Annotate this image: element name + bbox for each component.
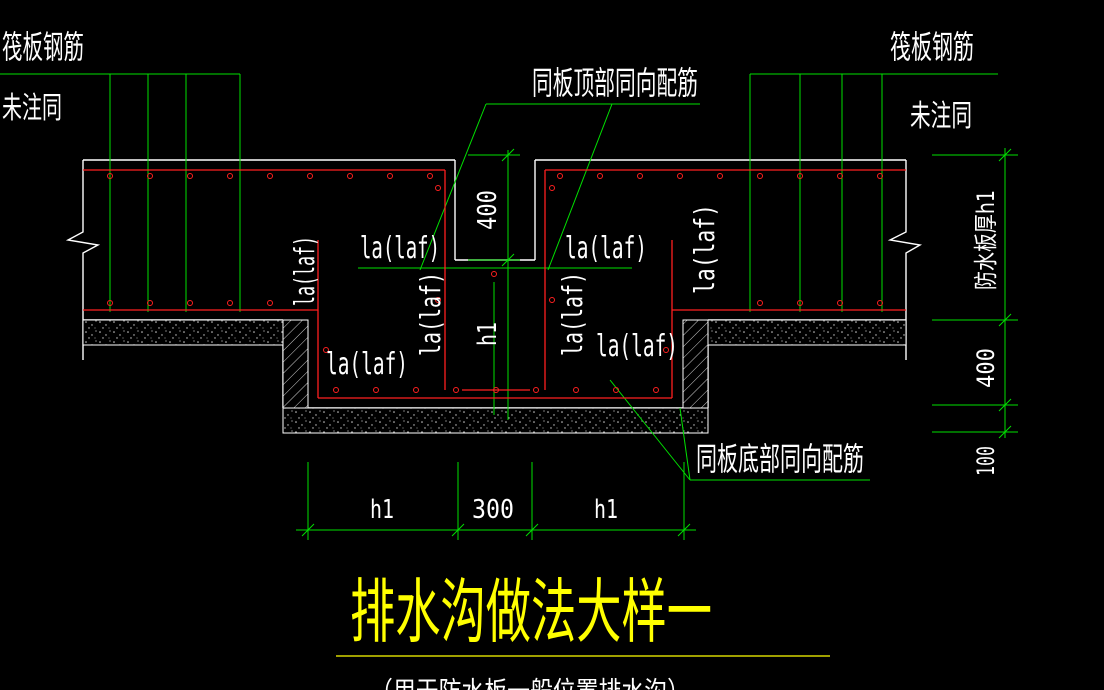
- rebar-section-dot: [653, 387, 659, 393]
- rebar-section-dot: [187, 300, 193, 306]
- rebar-section-dot: [757, 173, 763, 179]
- rebar-section-dot: [637, 173, 643, 179]
- rebar-section-dot: [107, 173, 113, 179]
- drawing-subtitle: （用于防水板一般位置排水沟）: [370, 677, 690, 690]
- unnoted-same-label-left: 未注同: [2, 91, 62, 126]
- rebar-section-dot: [837, 300, 843, 306]
- rebar-section-dot: [493, 387, 499, 393]
- rebar-section-dot: [837, 173, 843, 179]
- rebar-section-dot: [757, 300, 763, 306]
- rebar-section-dot: [797, 173, 803, 179]
- dim-waterproof-thickness: 防水板厚h1: [972, 190, 1000, 290]
- dim-left-width: h1: [370, 495, 394, 525]
- rebar-section-dot: [533, 387, 539, 393]
- rebar-section-dot: [227, 300, 233, 306]
- anchor-label-4: la(laf): [596, 329, 678, 364]
- drawing-title: 排水沟做法大样一: [350, 571, 712, 653]
- dim-side-100: 100: [972, 446, 1000, 476]
- rebar-section-dot: [107, 300, 113, 306]
- rebar-section-dot: [347, 173, 353, 179]
- rebar-section-dot: [187, 173, 193, 179]
- green-lines: [0, 73, 1018, 540]
- dim-trench-depth: 400: [473, 190, 503, 230]
- anchor-label-6: la(laf): [414, 272, 447, 356]
- rebar-section-dot: [373, 387, 379, 393]
- rebar-section-dot: [677, 173, 683, 179]
- rebar-section-dot: [333, 387, 339, 393]
- rebar-section-dot: [427, 173, 433, 179]
- rebar-section-dot: [573, 387, 579, 393]
- rebar-section-dot: [549, 185, 555, 191]
- rebar-section-dot: [387, 173, 393, 179]
- rebar-dots: [107, 173, 883, 393]
- rebar-section-dot: [877, 300, 883, 306]
- anchor-label-3: la(laf): [326, 347, 408, 382]
- blinding-layer: [82, 319, 907, 434]
- raft-rebar-label-right: 筏板钢筋: [890, 28, 974, 66]
- rebar-section-dot: [435, 297, 441, 303]
- raft-rebar-label-left: 筏板钢筋: [2, 28, 84, 66]
- rebar-section-dot: [797, 300, 803, 306]
- anchor-label-8: la(laf): [688, 204, 721, 294]
- anchor-label-2: la(laf): [565, 231, 647, 266]
- unnoted-same-label-right: 未注同: [910, 99, 972, 134]
- red-rebar: [83, 169, 906, 399]
- dim-trench-width: 300: [472, 495, 514, 525]
- rebar-section-dot: [413, 387, 419, 393]
- rebar-section-dot: [557, 173, 563, 179]
- rebar-section-dot: [227, 173, 233, 179]
- rebar-section-dot: [267, 300, 273, 306]
- rebar-section-dot: [267, 173, 273, 179]
- rebar-section-dot: [613, 387, 619, 393]
- rebar-section-dot: [453, 387, 459, 393]
- top-rebar-note: 同板顶部同向配筋: [532, 64, 698, 102]
- bottom-rebar-note: 同板底部同向配筋: [696, 440, 864, 478]
- rebar-section-dot: [877, 173, 883, 179]
- rebar-section-dot: [307, 173, 313, 179]
- rebar-section-dot: [663, 347, 669, 353]
- anchor-label-5: la(laf): [288, 236, 321, 306]
- dim-right-width: h1: [594, 495, 618, 525]
- rebar-section-dot: [323, 347, 329, 353]
- dim-side-400: 400: [972, 348, 1000, 388]
- rebar-section-dot: [491, 271, 497, 277]
- dim-trench-wall: h1: [473, 322, 503, 346]
- rebar-section-dot: [597, 173, 603, 179]
- anchor-label-1: la(laf): [360, 231, 440, 266]
- rebar-section-dot: [549, 297, 555, 303]
- anchor-label-7: la(laf): [556, 272, 589, 356]
- rebar-section-dot: [717, 173, 723, 179]
- rebar-section-dot: [147, 173, 153, 179]
- rebar-section-dot: [435, 185, 441, 191]
- rebar-section-dot: [147, 300, 153, 306]
